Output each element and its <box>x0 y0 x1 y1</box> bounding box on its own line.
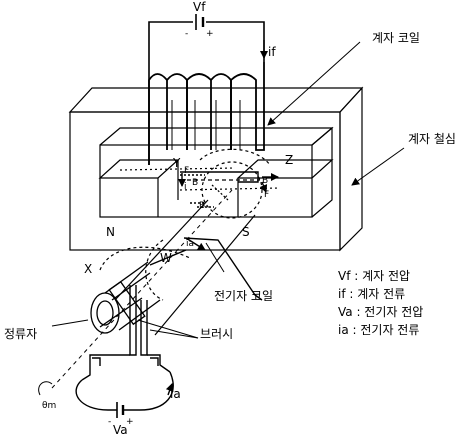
pole-n-label: N <box>106 225 115 239</box>
field-core-label: 계자 철심 <box>408 132 456 146</box>
f-label-2: F <box>264 190 269 200</box>
legend: Vf : 계자 전압 if : 계자 전류 Va : 전기자 전압 ia : 전… <box>338 269 423 337</box>
legend-row-vf: Vf : 계자 전압 <box>338 269 410 283</box>
if-label: if <box>268 45 276 59</box>
b-label-3: B <box>199 201 205 211</box>
z-label: Z <box>285 153 293 167</box>
va-label: Va <box>113 423 128 437</box>
callout-lines <box>51 41 405 339</box>
w-label: W <box>160 251 172 265</box>
theta-label: θm <box>42 401 56 411</box>
minus-sign-top: - <box>185 29 188 39</box>
legend-row-ia: ia : 전기자 전류 <box>338 323 419 337</box>
brush-label: 브러시 <box>200 327 233 341</box>
f-label-1: F <box>184 166 189 176</box>
armature-conductors <box>149 171 279 301</box>
x-label: X <box>84 262 92 276</box>
plus-sign-bottom: + <box>126 417 134 427</box>
commutator <box>90 261 161 334</box>
brushes-and-circuit <box>75 285 174 418</box>
field-core <box>68 86 364 252</box>
legend-row-if: if : 계자 전류 <box>338 287 405 301</box>
diagram-labels: Vf - + if 계자 코일 계자 철심 N S Y Z X W F i B … <box>4 0 456 437</box>
b-label-1: B <box>192 178 198 188</box>
ia-mid-label: ia <box>186 239 194 249</box>
field-coil-label: 계자 코일 <box>372 31 420 45</box>
pole-s-label: S <box>242 225 250 239</box>
plus-sign-top: + <box>206 29 214 39</box>
y-label: Y <box>172 156 181 170</box>
i-label-1: i <box>184 182 187 192</box>
ia-bottom-label: ia <box>170 387 181 401</box>
armature-coil-label: 전기자 코일 <box>214 289 273 303</box>
minus-sign-bottom: - <box>108 417 111 427</box>
b-label-2: B <box>262 176 268 186</box>
rotation-axis <box>38 189 233 396</box>
commutator-label: 정류자 <box>4 327 37 341</box>
field-coil-windings <box>148 62 265 165</box>
legend-row-va: Va : 전기자 전압 <box>338 305 423 319</box>
vf-label: Vf <box>193 0 206 14</box>
